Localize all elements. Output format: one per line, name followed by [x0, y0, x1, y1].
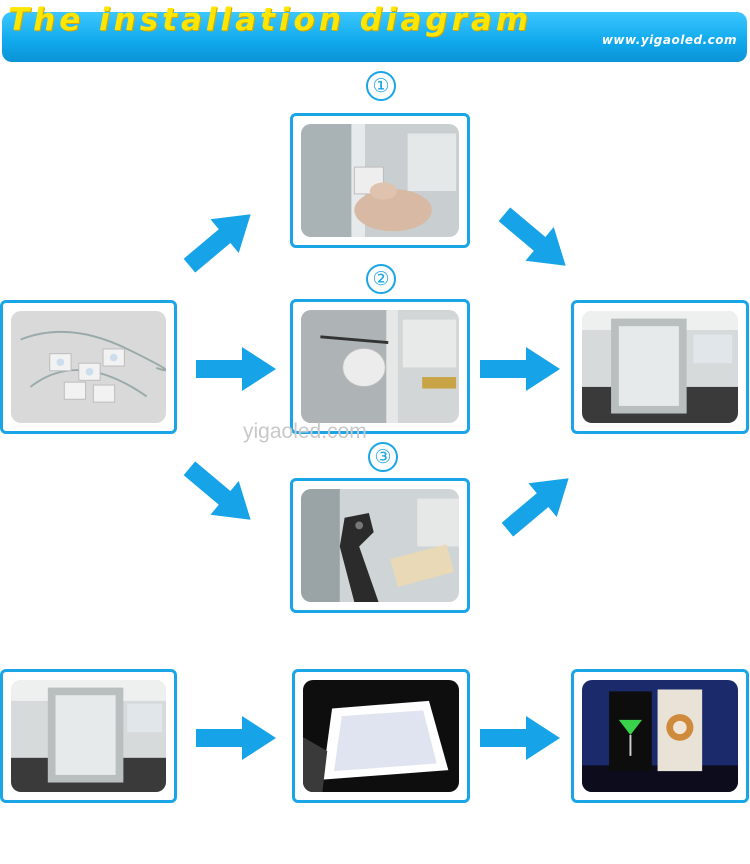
step-1-photo [290, 113, 470, 248]
website-url: www.yigaoled.com [601, 33, 737, 47]
watermark: yigaoled.com [243, 420, 367, 443]
assembled-frame-photo [571, 300, 749, 434]
arrow-right-icon [196, 347, 276, 391]
arrow-right-icon [480, 347, 560, 391]
step-number-2: ② [366, 264, 396, 294]
led-modules-photo [0, 300, 177, 434]
arrow-up-right-icon [175, 197, 265, 282]
arrow-up-right-icon [493, 461, 583, 546]
frame-lit-photo [292, 669, 470, 803]
arrow-down-right-icon [175, 451, 265, 536]
step-number-1: ① [366, 71, 396, 101]
step-number-3: ③ [368, 442, 398, 472]
header-banner: The installation diagram www.yigaoled.co… [2, 2, 747, 62]
step-3-photo [290, 478, 470, 613]
page-title: The installation diagram [8, 2, 533, 38]
frame-unlit-photo [0, 669, 177, 803]
arrow-down-right-icon [490, 197, 580, 282]
arrow-right-icon [480, 716, 560, 760]
arrow-right-icon [196, 716, 276, 760]
step-2-photo [290, 299, 470, 434]
finished-posters-photo [571, 669, 749, 803]
